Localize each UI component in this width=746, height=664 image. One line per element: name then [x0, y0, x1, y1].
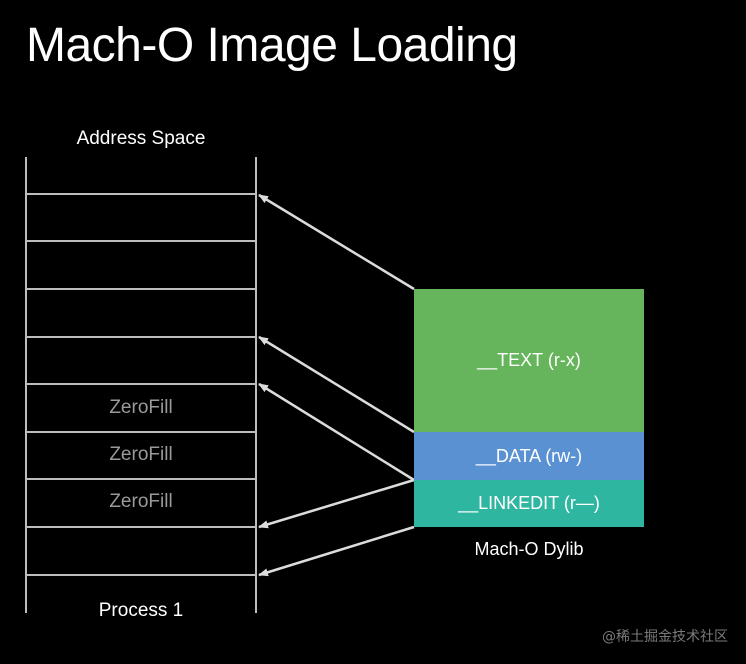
zerofill-label: ZeroFill: [109, 397, 173, 418]
segment-data: __DATA (rw-): [414, 432, 644, 480]
page-title: Mach-O Image Loading: [26, 19, 518, 72]
segment-linkedit: __LINKEDIT (r—): [414, 480, 644, 527]
dylib-label: Mach-O Dylib: [474, 539, 584, 559]
arrow-linkedit-end-to-slot: [258, 525, 415, 577]
address-space-dividers: [26, 193, 256, 576]
arrow-linkedit-to-slot: [258, 478, 415, 529]
process-label: Process 1: [98, 600, 184, 621]
arrow-text-to-slot: [258, 193, 415, 291]
watermark: @稀土掘金技术社区: [602, 629, 728, 645]
segment-text: __TEXT (r-x): [414, 289, 644, 432]
arrow-data-to-slot: [258, 335, 415, 434]
zerofill-label: ZeroFill: [109, 491, 173, 512]
zerofill-label: ZeroFill: [109, 444, 173, 465]
arrow-data-to-zerofill: [258, 382, 415, 482]
mapping-arrows: [258, 193, 415, 577]
address-space-label: Address Space: [76, 128, 206, 149]
